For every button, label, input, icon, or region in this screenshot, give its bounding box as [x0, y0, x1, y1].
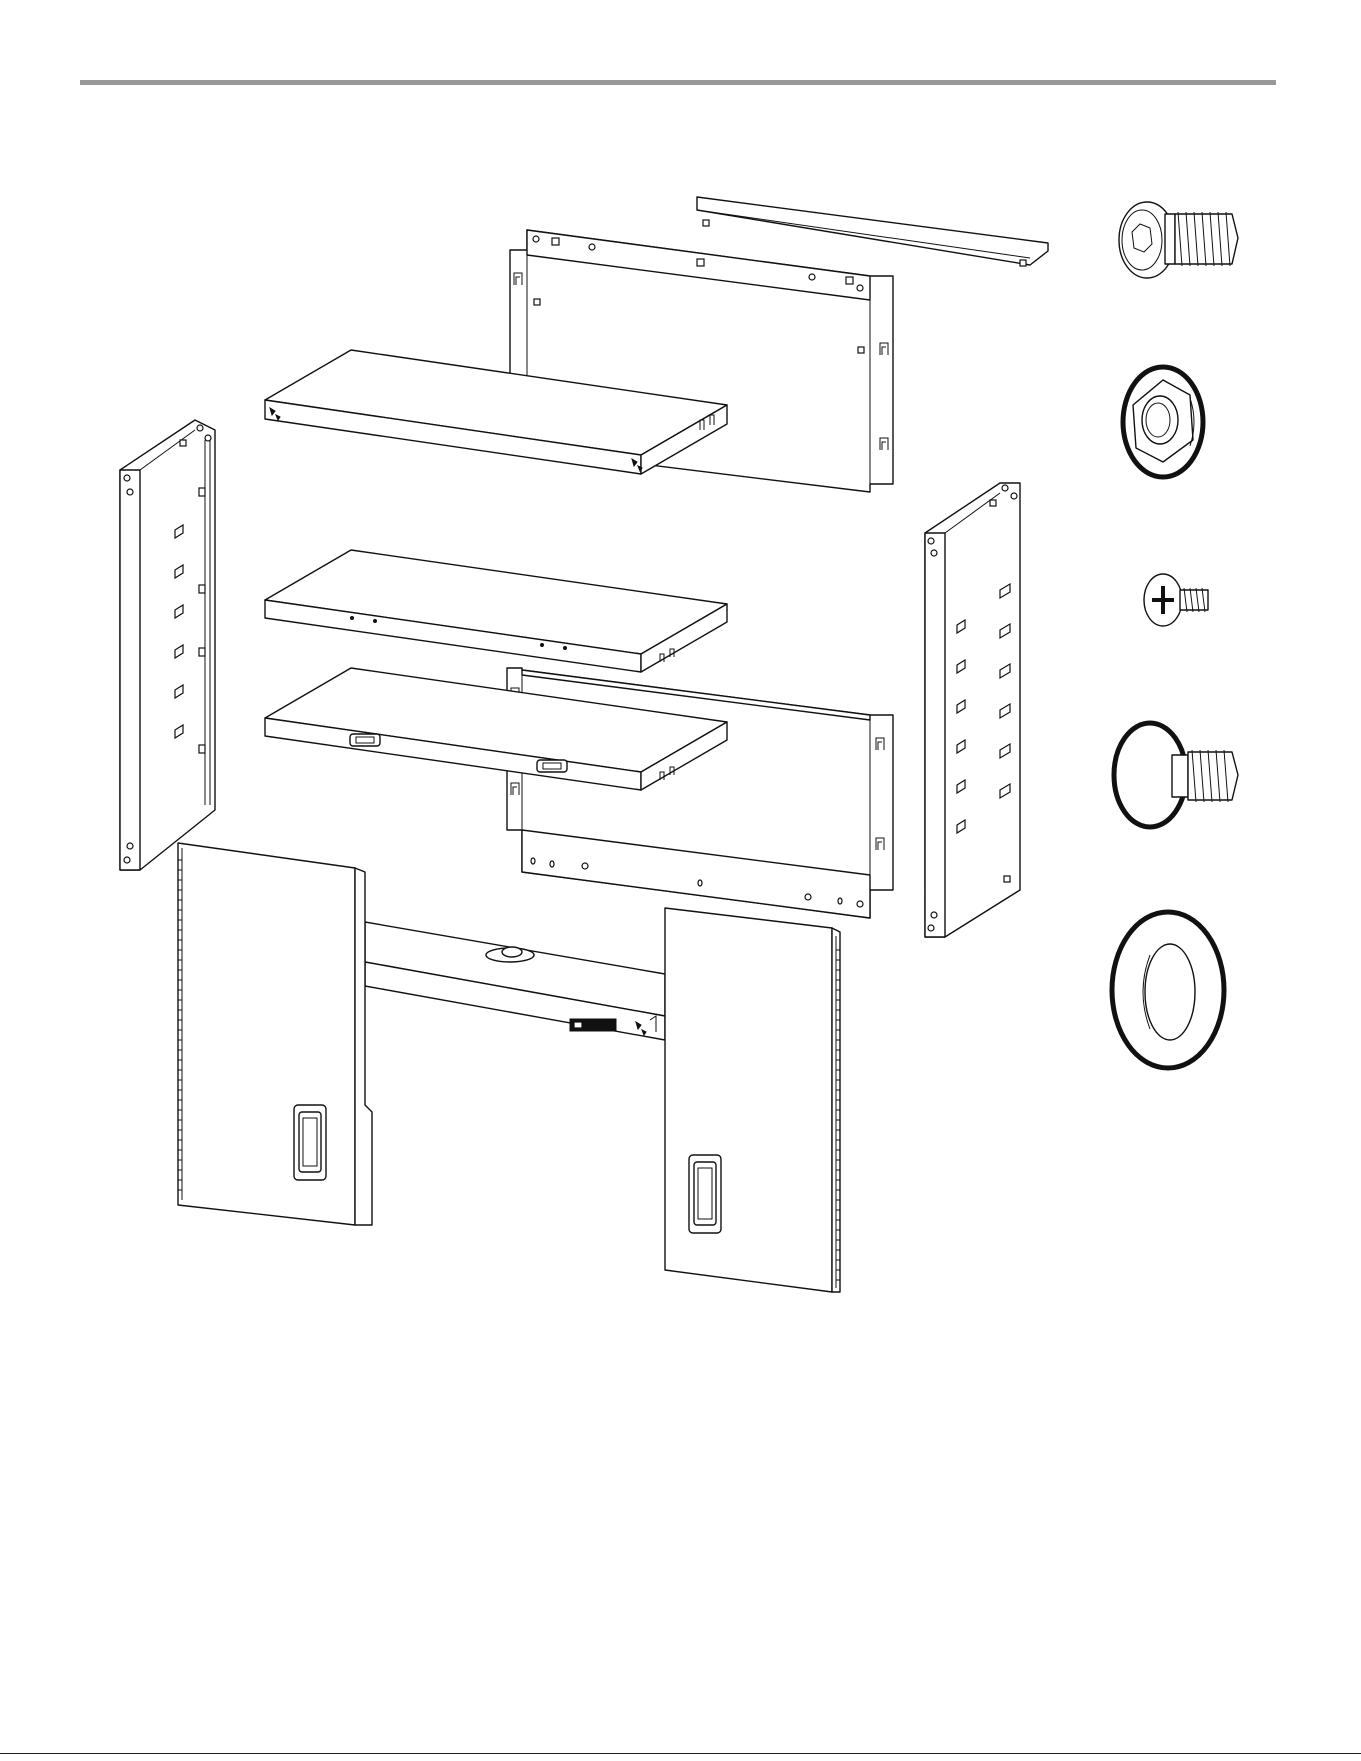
flange-nut-icon — [1123, 367, 1203, 477]
footer-rule — [0, 1753, 1361, 1754]
phillips-screw-icon — [1144, 574, 1208, 626]
left-door — [178, 843, 372, 1225]
lower-shelf — [265, 668, 727, 790]
washer-icon — [1112, 912, 1224, 1068]
base-frame — [365, 922, 665, 1100]
right-side-panel — [925, 483, 1020, 937]
right-door — [665, 908, 840, 1292]
mushroom-head-bolt-icon — [1114, 723, 1238, 827]
hex-socket-bolt-icon — [1119, 202, 1238, 278]
middle-shelf — [265, 550, 727, 672]
top-rail — [697, 197, 1048, 266]
left-side-panel — [120, 420, 215, 870]
